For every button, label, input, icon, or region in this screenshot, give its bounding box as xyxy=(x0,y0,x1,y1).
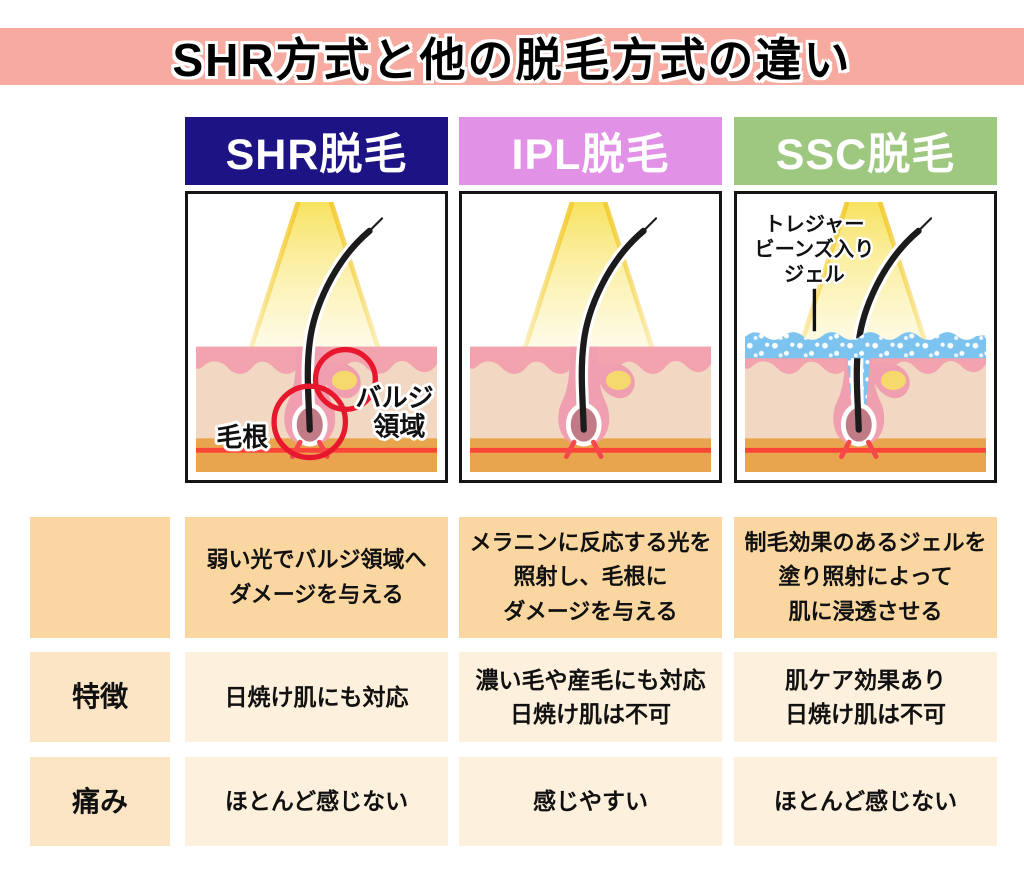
bulb-roots xyxy=(838,439,879,459)
gel-label-line3: ジェル xyxy=(784,264,845,286)
page-title: SHR方式と他の脱毛方式の違い xyxy=(172,33,852,86)
illustration-shr: 毛根 バルジ 領域 xyxy=(185,191,448,483)
sebaceous-gland xyxy=(880,370,906,391)
table-row2-cell-ipl: 濃い毛や産毛にも対応 日焼け肌は不可 xyxy=(459,652,722,742)
title-banner: SHR方式と他の脱毛方式の違い xyxy=(0,28,1024,86)
column-header-shr-label: SHR脱毛 xyxy=(225,131,408,179)
table-row2-cell-ssc: 肌ケア効果あり 日焼け肌は不可 xyxy=(734,652,997,742)
gel-label-line1: トレジャー xyxy=(764,214,864,236)
bulge-label-line1: バルジ xyxy=(356,382,434,412)
hair-shaft xyxy=(304,227,373,433)
bulge-label-line2: 領域 xyxy=(373,411,425,441)
column-header-ipl-label: IPL脱毛 xyxy=(511,131,670,179)
hair-tip xyxy=(368,217,384,232)
column-header-ipl: IPL脱毛 xyxy=(459,117,722,185)
gel-label-line2: ビーンズ入り xyxy=(754,237,874,261)
hair-tip xyxy=(642,217,658,232)
ipl-skin-diagram xyxy=(470,202,711,472)
ssc-skin-diagram: トレジャー ビーンズ入り ジェル xyxy=(745,202,986,472)
hair-root-circle xyxy=(271,383,349,461)
sebaceous-gland xyxy=(605,370,631,391)
illustration-ipl xyxy=(459,191,722,483)
shr-skin-diagram: 毛根 バルジ 領域 xyxy=(196,202,437,472)
table-row2-label-cell: 特徴 xyxy=(30,652,170,742)
table-row1-cell-ssc: 制毛効果のあるジェルを 塗り照射によって 肌に浸透させる xyxy=(734,517,997,638)
hair-shaft xyxy=(578,227,647,433)
column-header-shr: SHR脱毛 xyxy=(185,117,448,185)
bulge-area-circle xyxy=(312,346,378,412)
table-row1-label-cell xyxy=(30,517,170,638)
column-header-ssc: SSC脱毛 xyxy=(734,117,997,185)
vessel-line xyxy=(745,447,986,453)
table-row2-cell-shr: 日焼け肌にも対応 xyxy=(185,652,448,742)
hair-root-label: 毛根 xyxy=(216,422,268,452)
table-row1-cell-ipl: メラニンに反応する光を 照射し、毛根に ダメージを与える xyxy=(459,517,722,638)
table-row3-cell-shr: ほとんど感じない xyxy=(185,757,448,846)
table-row3-cell-ipl: 感じやすい xyxy=(459,757,722,846)
illustration-ssc: トレジャー ビーンズ入り ジェル xyxy=(734,191,997,483)
vessel-line xyxy=(196,447,437,453)
table-row3-cell-ssc: ほとんど感じない xyxy=(734,757,997,846)
table-row1-cell-shr: 弱い光でバルジ領域へ ダメージを与える xyxy=(185,517,448,638)
bulb-roots xyxy=(563,439,604,459)
vessel-line xyxy=(470,447,711,453)
table-row3-label-cell: 痛み xyxy=(30,757,170,846)
sebaceous-gland xyxy=(331,370,357,391)
hair-tip xyxy=(917,217,933,232)
column-header-ssc-label: SSC脱毛 xyxy=(775,131,956,179)
